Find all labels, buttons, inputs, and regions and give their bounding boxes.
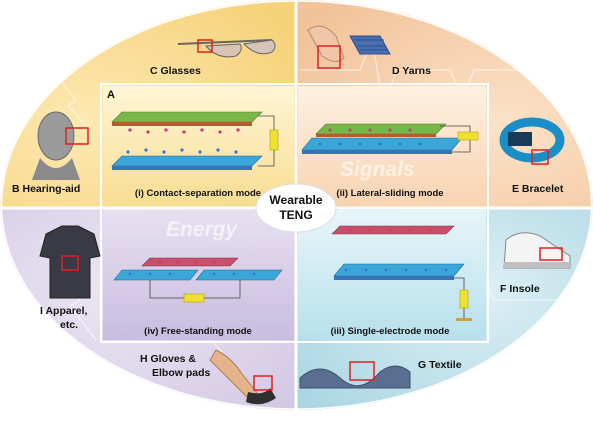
insole-illustration	[503, 232, 571, 269]
mode-label-single-electrode: (iii) Single-electrode mode	[331, 326, 450, 337]
apparel-highlight-box	[61, 255, 79, 271]
lateral-sliding-device	[301, 123, 479, 154]
label-gloves-line1: H Gloves &	[140, 353, 196, 365]
gloves-illustration	[209, 349, 276, 405]
label-insole: F Insole	[500, 283, 540, 295]
label-apparel-line1: I Apparel,	[40, 305, 88, 317]
center-badge	[255, 183, 337, 233]
yarns-illustration	[307, 25, 391, 69]
label-glasses: C Glasses	[150, 65, 201, 77]
contact-separation-device	[111, 111, 279, 170]
mode-label-contact-separation: (i) Contact-separation mode	[135, 188, 261, 199]
free-standing-device	[113, 257, 283, 303]
watermark-signals: Signals	[340, 158, 415, 181]
label-gloves-line2: Elbow pads	[152, 367, 211, 379]
label-apparel-line2: etc.	[60, 319, 78, 331]
single-electrode-device	[331, 225, 472, 321]
glasses-highlight-box	[197, 39, 213, 53]
panel-contact-separation	[103, 86, 294, 206]
apparel-illustration	[39, 225, 101, 299]
mode-label-free-standing: (iv) Free-standing mode	[144, 326, 252, 337]
label-textile: G Textile	[418, 359, 462, 371]
footer-logo-text: 六维科技	[20, 400, 60, 413]
lightning-top-left	[59, 79, 91, 131]
label-yarns: D Yarns	[392, 65, 431, 77]
ellipse-outline	[0, 0, 593, 410]
watermark-energy: Energy	[166, 218, 239, 241]
insole-highlight-box	[539, 247, 563, 261]
hearing-aid-illustration	[32, 111, 89, 180]
bracelet-illustration	[499, 117, 565, 165]
mode-panel-frame	[100, 83, 489, 343]
glasses-illustration	[177, 39, 276, 58]
center-title-line1: Wearable	[269, 193, 322, 207]
signal-trace-top	[300, 37, 560, 111]
yarns-highlight-box	[317, 45, 341, 69]
label-hearing-aid: B Hearing-aid	[12, 183, 80, 195]
textile-illustration	[299, 361, 411, 389]
textile-highlight-box	[349, 361, 375, 381]
mode-label-lateral-sliding: (ii) Lateral-sliding mode	[336, 188, 443, 199]
bracelet-highlight-box	[531, 149, 549, 165]
gloves-highlight-box	[253, 375, 273, 391]
center-title-line2: TENG	[279, 208, 312, 222]
label-bracelet: E Bracelet	[512, 183, 564, 195]
hearing-aid-highlight-box	[65, 127, 89, 145]
panel-label-a: A	[107, 89, 115, 101]
